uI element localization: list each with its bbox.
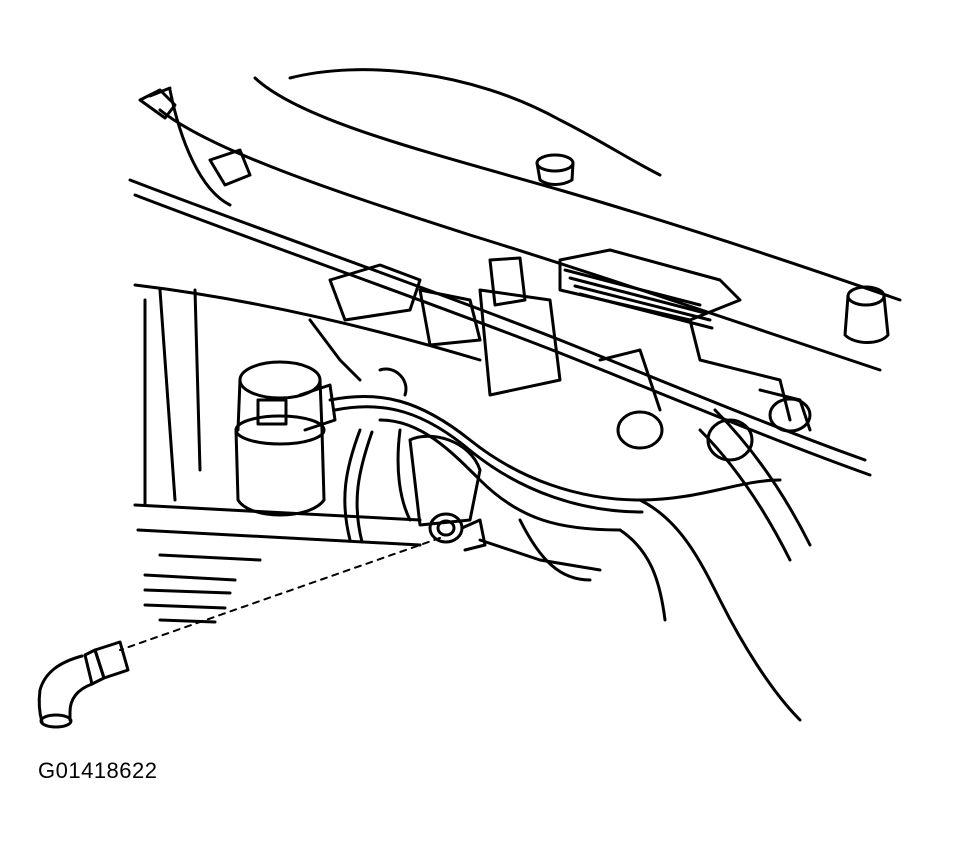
- long-rail: [128, 178, 872, 477]
- ports-right: [616, 388, 812, 462]
- figure-id-label: G01418622: [38, 758, 158, 783]
- engine-cover-outline: [138, 68, 902, 372]
- ribbed-intake-unit: [478, 248, 792, 422]
- hose-bundle: [328, 394, 812, 722]
- right-post: [843, 285, 890, 344]
- canister: [234, 360, 337, 517]
- lower-chassis: [133, 288, 602, 624]
- elbow-hose: [37, 640, 130, 729]
- filler-cap: [535, 153, 575, 186]
- valve-fitting: [428, 512, 487, 552]
- center-brackets: [308, 263, 482, 527]
- leader-line: [119, 537, 441, 651]
